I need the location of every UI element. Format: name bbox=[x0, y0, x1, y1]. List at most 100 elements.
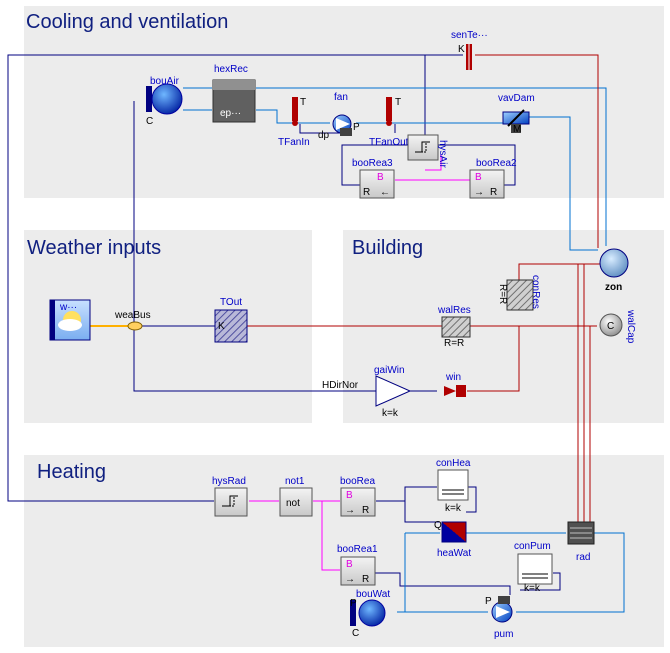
svg-text:conHea: conHea bbox=[436, 458, 471, 469]
svg-text:Q: Q bbox=[434, 520, 442, 531]
signal-connections bbox=[7, 54, 561, 595]
svg-text:TFanIn: TFanIn bbox=[278, 137, 310, 148]
panel-cooling bbox=[24, 6, 664, 198]
svg-text:win: win bbox=[445, 372, 461, 383]
svg-text:weaBus: weaBus bbox=[114, 310, 151, 321]
boolean-connections bbox=[249, 155, 470, 571]
boundary-water-bouWat[interactable]: bouWat C P bbox=[350, 589, 390, 639]
svg-text:C: C bbox=[607, 321, 614, 332]
svg-text:conRes: conRes bbox=[530, 275, 541, 309]
section-title-cooling: Cooling and ventilation bbox=[26, 11, 228, 33]
wall-capacitance-walCap[interactable]: C walCap bbox=[599, 309, 636, 344]
svg-text:R: R bbox=[490, 187, 497, 198]
heater-heaWat[interactable]: Q heaWat bbox=[434, 520, 471, 559]
sensor-temperature-senTe[interactable]: senTe··· K bbox=[451, 30, 488, 70]
panel-heating bbox=[24, 455, 664, 647]
svg-text:dp: dp bbox=[318, 130, 330, 141]
heat-connections bbox=[240, 54, 608, 522]
prescribed-temperature-TOut[interactable]: TOut K bbox=[214, 297, 248, 343]
svg-text:TFanOut: TFanOut bbox=[369, 137, 409, 148]
svg-text:senTe···: senTe··· bbox=[451, 30, 488, 41]
bool-to-real-booRea2[interactable]: B → R booRea2 bbox=[469, 158, 517, 199]
fan-component[interactable]: fan dp P bbox=[318, 92, 360, 141]
svg-text:pum: pum bbox=[494, 629, 513, 640]
sensor-TFanOut[interactable]: T TFanOut bbox=[369, 97, 409, 148]
svg-text:TOut: TOut bbox=[220, 297, 242, 308]
svg-text:→: → bbox=[345, 505, 355, 516]
svg-text:k=k: k=k bbox=[382, 408, 399, 419]
convection-resistance-conRes[interactable]: conRes R=R bbox=[497, 275, 541, 311]
svg-text:T: T bbox=[300, 97, 306, 108]
weather-bus[interactable]: weaBus bbox=[114, 310, 151, 331]
svg-text:rad: rad bbox=[576, 552, 590, 563]
svg-text:→: → bbox=[474, 187, 484, 198]
gain-gaiWin[interactable]: gaiWin k=k bbox=[374, 365, 412, 419]
svg-text:fan: fan bbox=[334, 92, 348, 103]
svg-text:←: ← bbox=[380, 187, 390, 198]
svg-text:M: M bbox=[513, 124, 521, 135]
svg-text:gaiWin: gaiWin bbox=[374, 365, 405, 376]
svg-text:booRea1: booRea1 bbox=[337, 544, 378, 555]
svg-text:K: K bbox=[218, 321, 225, 332]
hysteresis-hysRad[interactable]: hysRad bbox=[212, 476, 248, 517]
svg-text:k=k: k=k bbox=[445, 503, 462, 514]
svg-text:booRea: booRea bbox=[340, 476, 375, 487]
bool-to-real-booRea[interactable]: B → R booRea bbox=[340, 476, 376, 517]
svg-text:P: P bbox=[353, 122, 360, 133]
svg-text:zon: zon bbox=[605, 282, 622, 293]
svg-text:B: B bbox=[346, 490, 353, 501]
svg-text:B: B bbox=[346, 559, 353, 570]
wall-resistance-walRes[interactable]: walRes R=R bbox=[437, 305, 471, 349]
svg-text:bouAir: bouAir bbox=[150, 76, 180, 87]
boundary-air-bouAir[interactable]: bouAir C bbox=[146, 76, 183, 127]
svg-text:booRea3: booRea3 bbox=[352, 158, 393, 169]
bool-to-real-booRea3[interactable]: B R ← booRea3 bbox=[352, 158, 395, 199]
svg-text:not: not bbox=[286, 498, 300, 509]
svg-text:P: P bbox=[485, 596, 492, 607]
section-title-heating: Heating bbox=[37, 461, 106, 483]
svg-text:heaWat: heaWat bbox=[437, 548, 471, 559]
svg-text:walRes: walRes bbox=[437, 305, 471, 316]
svg-text:not1: not1 bbox=[285, 476, 305, 487]
svg-text:B: B bbox=[475, 172, 482, 183]
svg-text:walCap: walCap bbox=[625, 309, 636, 344]
svg-text:w···: w··· bbox=[59, 302, 77, 313]
svg-text:R: R bbox=[362, 574, 369, 585]
svg-text:B: B bbox=[377, 172, 384, 183]
svg-text:→: → bbox=[345, 574, 355, 585]
hdirnor-label: HDirNor bbox=[322, 380, 359, 391]
svg-text:R=R: R=R bbox=[497, 284, 508, 304]
hysteresis-hysAir[interactable]: hysAir bbox=[407, 134, 448, 168]
svg-text:booRea2: booRea2 bbox=[476, 158, 517, 169]
svg-text:ep···: ep··· bbox=[220, 108, 241, 119]
heat-flow-win[interactable]: win bbox=[444, 372, 466, 397]
radiator-rad[interactable]: rad bbox=[567, 521, 595, 563]
bool-to-real-booRea1[interactable]: B → R booRea1 bbox=[337, 544, 378, 586]
svg-text:conPum: conPum bbox=[514, 541, 551, 552]
svg-text:bouWat: bouWat bbox=[356, 589, 390, 600]
controller-conPum[interactable]: conPum k=k bbox=[514, 541, 553, 594]
svg-text:hysRad: hysRad bbox=[212, 476, 246, 487]
svg-text:hysAir: hysAir bbox=[437, 140, 448, 168]
heat-recovery-hexRec[interactable]: ep··· hexRec bbox=[212, 64, 256, 123]
controller-conHea[interactable]: conHea k=k bbox=[436, 458, 471, 514]
svg-text:R: R bbox=[363, 187, 370, 198]
svg-text:C: C bbox=[146, 116, 153, 127]
svg-text:vavDam: vavDam bbox=[498, 93, 535, 104]
pump-pum[interactable]: P pum bbox=[485, 596, 513, 640]
weather-data-reader[interactable]: w··· bbox=[49, 299, 91, 341]
svg-text:R: R bbox=[362, 505, 369, 516]
zone-zon[interactable]: zon bbox=[599, 248, 629, 293]
svg-text:k=k: k=k bbox=[524, 583, 541, 594]
logic-not1[interactable]: not not1 bbox=[279, 476, 313, 517]
svg-text:C: C bbox=[352, 628, 359, 639]
svg-text:R=R: R=R bbox=[444, 338, 464, 349]
svg-text:T: T bbox=[395, 97, 401, 108]
svg-text:hexRec: hexRec bbox=[214, 64, 248, 75]
damper-vavDam[interactable]: vavDam M bbox=[498, 93, 535, 135]
sensor-TFanIn[interactable]: T TFanIn bbox=[278, 97, 310, 148]
section-title-weather: Weather inputs bbox=[27, 237, 161, 259]
svg-text:P: P bbox=[350, 598, 357, 609]
section-title-building: Building bbox=[352, 237, 423, 259]
